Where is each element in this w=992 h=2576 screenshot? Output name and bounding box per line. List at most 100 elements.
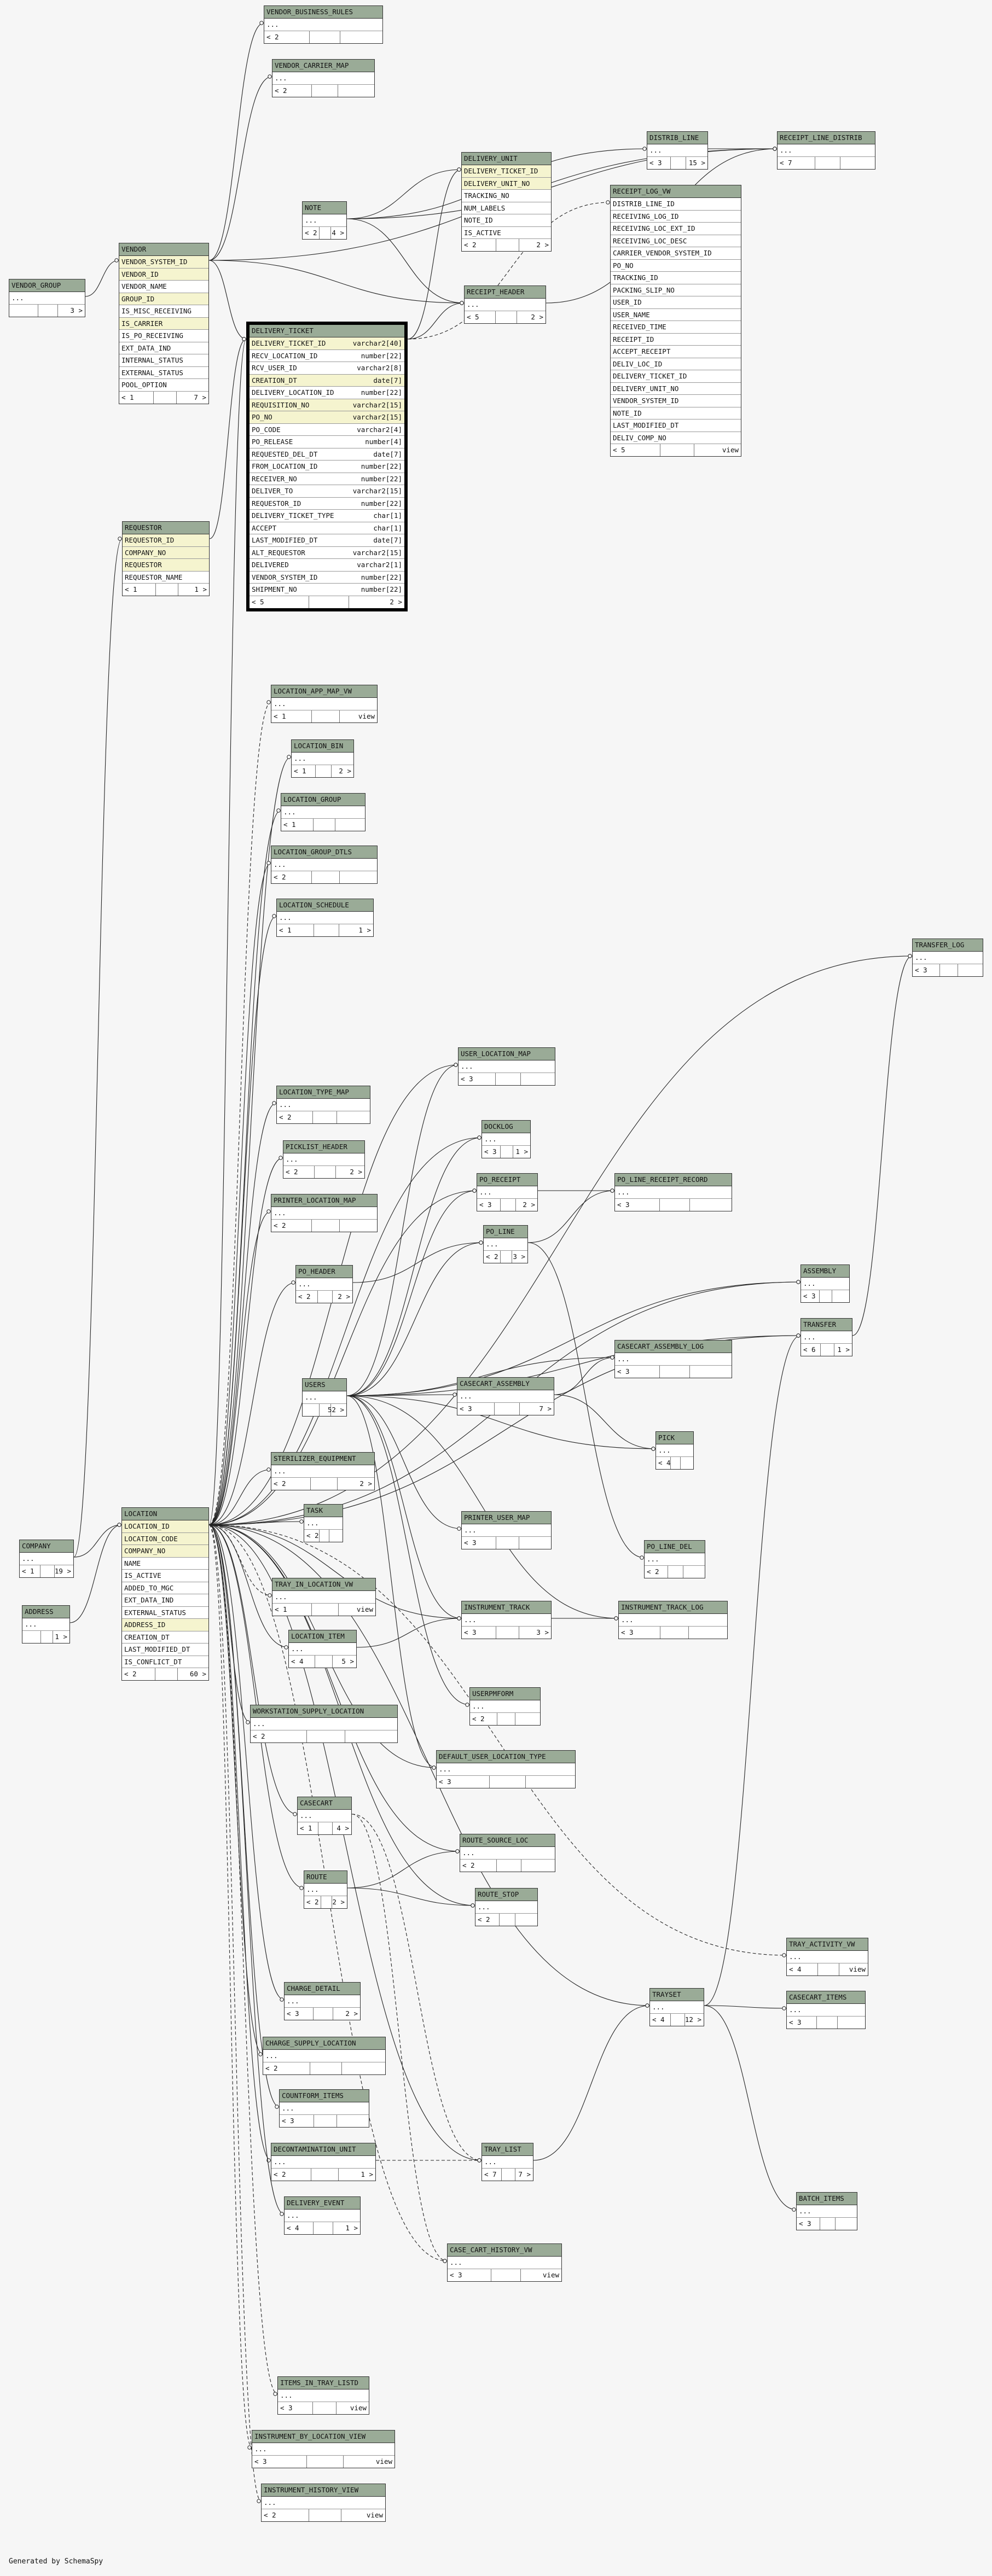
column-row[interactable]: ... — [465, 299, 546, 311]
table-userpmform[interactable]: USERPMFORM...< 2 — [469, 1687, 541, 1726]
column-row[interactable]: ... — [278, 2389, 369, 2402]
column-row[interactable]: ... — [797, 2205, 857, 2218]
column-row[interactable]: ... — [656, 1444, 693, 1457]
column-row[interactable]: ... — [285, 1995, 360, 2008]
table-name[interactable]: COUNTFORM_ITEMS — [280, 2090, 369, 2102]
table-transfer-log[interactable]: TRANSFER_LOG...< 3 — [912, 939, 983, 977]
column-row[interactable]: ... — [263, 2050, 385, 2062]
table-name[interactable]: LOCATION_GROUP — [281, 794, 365, 806]
table-route-stop[interactable]: ROUTE_STOP...< 2 — [475, 1888, 538, 1926]
table-route-source-loc[interactable]: ROUTE_SOURCE_LOC...< 2 — [460, 1834, 555, 1872]
column-row[interactable]: ... — [787, 2004, 865, 2016]
table-name[interactable]: TRANSFER — [801, 1319, 852, 1331]
table-name[interactable]: ROUTE_SOURCE_LOC — [460, 1834, 555, 1847]
table-location-group[interactable]: LOCATION_GROUP...< 1 — [281, 793, 366, 831]
column-row[interactable]: IS_CARRIER — [119, 317, 208, 330]
column-row[interactable]: REQUESTOR_NAME — [123, 572, 209, 584]
table-name[interactable]: STERILIZER_EQUIPMENT — [271, 1453, 374, 1465]
table-name[interactable]: INSTRUMENT_TRACK — [462, 1601, 551, 1614]
column-row[interactable]: EXT_DATA_IND — [119, 342, 208, 354]
column-row[interactable]: USER_NAME — [611, 309, 741, 321]
column-row[interactable]: ... — [277, 912, 373, 924]
column-row[interactable]: PO_NO — [611, 260, 741, 272]
column-row[interactable]: ... — [482, 2156, 533, 2169]
table-name[interactable]: DELIVERY_EVENT — [285, 2197, 360, 2210]
table-name[interactable]: NOTE — [303, 202, 346, 214]
column-row[interactable]: ... — [482, 1133, 530, 1146]
column-row[interactable]: REQUESTOR — [123, 559, 209, 572]
column-row[interactable]: VENDOR_ID — [119, 268, 208, 281]
column-row[interactable]: NUM_LABELS — [462, 202, 551, 214]
column-row[interactable]: ... — [272, 72, 374, 85]
column-row[interactable]: TRACKING_ID — [611, 272, 741, 284]
table-batch-items[interactable]: BATCH_ITEMS...< 3 — [796, 2192, 857, 2230]
table-vendor-business-rules[interactable]: VENDOR_BUSINESS_RULES...< 2 — [264, 5, 383, 44]
column-row[interactable]: ... — [303, 214, 346, 227]
table-name[interactable]: TASK — [304, 1505, 343, 1517]
table-assembly[interactable]: ASSEMBLY...< 3 — [800, 1264, 850, 1303]
column-row[interactable]: NAME — [122, 1558, 208, 1570]
column-row[interactable]: ... — [470, 1700, 540, 1713]
table-name[interactable]: REQUESTOR — [123, 522, 209, 534]
table-name[interactable]: DELIVERY_TICKET — [250, 325, 404, 337]
column-row[interactable]: RECEIVED_TIME — [611, 321, 741, 334]
table-name[interactable]: ITEMS_IN_TRAY_LISTD — [278, 2377, 369, 2389]
column-row[interactable]: ... — [271, 859, 377, 871]
table-name[interactable]: LOCATION — [122, 1508, 208, 1520]
column-row[interactable]: ... — [462, 1614, 551, 1627]
table-name[interactable]: CASE_CART_HISTORY_VW — [448, 2244, 561, 2257]
column-row[interactable]: DELIV_LOC_ID — [611, 358, 741, 370]
table-user-location-map[interactable]: USER_LOCATION_MAP...< 3 — [458, 1047, 555, 1086]
column-row[interactable]: IS_ACTIVE — [462, 227, 551, 239]
table-name[interactable]: PRINTER_USER_MAP — [462, 1512, 551, 1524]
column-row[interactable]: USER_ID — [611, 296, 741, 309]
table-po-line-del[interactable]: PO_LINE_DEL...< 2 — [644, 1540, 705, 1578]
column-row[interactable]: DELIVERY_UNIT_NO — [611, 383, 741, 395]
column-row[interactable]: DELIVERY_UNIT_NO — [462, 177, 551, 190]
column-row[interactable]: ... — [272, 1591, 375, 1604]
table-name[interactable]: PO_LINE_RECEIPT_RECORD — [615, 1174, 732, 1186]
table-name[interactable]: LOCATION_ITEM — [289, 1630, 356, 1643]
column-row[interactable]: ... — [252, 2443, 395, 2456]
table-countform-items[interactable]: COUNTFORM_ITEMS...< 3 — [279, 2089, 369, 2128]
table-name[interactable]: USERS — [303, 1379, 346, 1391]
table-name[interactable]: PO_RECEIPT — [477, 1174, 537, 1186]
column-row[interactable]: POOL_OPTION — [119, 379, 208, 392]
column-row[interactable]: LOCATION_CODE — [122, 1532, 208, 1545]
table-name[interactable]: DEFAULT_USER_LOCATION_TYPE — [437, 1751, 575, 1763]
column-row[interactable]: ... — [484, 1238, 527, 1251]
column-row[interactable]: DELIVERY_TICKET_ID — [611, 370, 741, 383]
column-row[interactable]: ACCEPT_RECEIPT — [611, 346, 741, 358]
column-row[interactable]: ... — [271, 1207, 377, 1220]
table-name[interactable]: CASECART_ITEMS — [787, 1991, 865, 2004]
table-po-line-receipt-record[interactable]: PO_LINE_RECEIPT_RECORD...< 3 — [614, 1173, 732, 1211]
table-name[interactable]: PRINTER_LOCATION_MAP — [271, 1194, 377, 1207]
table-name[interactable]: LOCATION_BIN — [292, 740, 353, 753]
table-name[interactable]: VENDOR_GROUP — [9, 279, 85, 292]
table-printer-location-map[interactable]: PRINTER_LOCATION_MAP...< 2 — [271, 1194, 378, 1232]
column-row[interactable]: ADDRESS_ID — [122, 1619, 208, 1631]
